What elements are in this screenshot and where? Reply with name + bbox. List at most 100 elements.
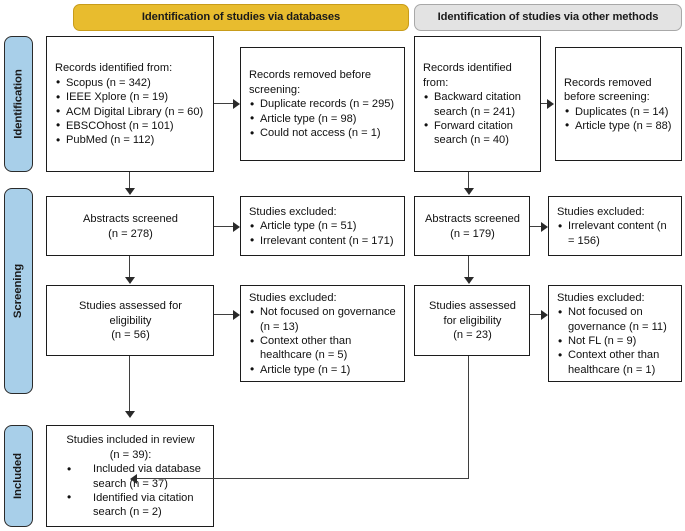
box-studies-included-in-review: Studies included in review (n = 39): Inc… xyxy=(46,425,214,527)
box-db-abstracts-screened: Abstracts screened (n = 278) xyxy=(46,196,214,256)
list-item: EBSCOhost (n = 101) xyxy=(56,118,206,134)
arrow-db-abstracts-to-eligibility xyxy=(125,277,135,284)
list-item: Article type (n = 98) xyxy=(250,111,397,127)
connector-db-records-to-abstracts xyxy=(129,172,131,189)
other-records-heading-line2: from: xyxy=(423,76,449,89)
box-other-records-identified: Records identified from: Backward citati… xyxy=(414,36,541,172)
db-excl2-heading: Studies excluded: xyxy=(249,291,337,304)
banner-databases: Identification of studies via databases xyxy=(73,4,409,31)
db-assessed-line1: Studies assessed for xyxy=(79,300,182,313)
arrow-other-records-to-removed xyxy=(547,99,554,109)
connector-other-records-to-abstracts xyxy=(468,172,470,189)
box-db-records-removed: Records removed before screening: Duplic… xyxy=(240,47,405,161)
box-db-studies-excluded-eligibility: Studies excluded: Not focused on governa… xyxy=(240,285,405,382)
connector-db-abstracts-to-eligibility xyxy=(129,256,131,278)
box-other-records-removed: Records removed before screening: Duplic… xyxy=(555,47,682,161)
db-records-heading: Records identified from: xyxy=(55,62,173,75)
connector-db-eligibility-to-excluded xyxy=(214,314,234,316)
list-item: Backward citation search (n = 241) xyxy=(424,90,533,119)
other-assessed-line1: Studies assessed xyxy=(429,300,516,313)
list-item: Not FL (n = 9) xyxy=(558,333,674,349)
list-item: Scopus (n = 342) xyxy=(56,75,206,91)
other-assessed-line3: (n = 23) xyxy=(453,329,492,342)
list-item: IEEE Xplore (n = 19) xyxy=(56,90,206,106)
included-list: Included via database search (n = 37) Id… xyxy=(55,462,206,520)
other-assessed-line2: for eligibility xyxy=(443,314,502,327)
other-excl1-list: Irrelevant content (n = 156) xyxy=(557,219,674,248)
db-excl2-list: Not focused on governance (n = 13) Conte… xyxy=(249,305,397,379)
other-abstracts-line1: Abstracts screened xyxy=(425,213,520,226)
arrow-other-records-to-abstracts xyxy=(464,188,474,195)
connector-other-records-to-removed xyxy=(541,103,549,105)
box-other-studies-excluded-eligibility: Studies excluded: Not focused on governa… xyxy=(548,285,682,382)
box-db-studies-assessed: Studies assessed for eligibility (n = 56… xyxy=(46,285,214,356)
connector-other-abstracts-to-excluded xyxy=(530,226,542,228)
connector-other-eligibility-down xyxy=(468,356,470,479)
arrow-other-abstracts-to-eligibility xyxy=(464,277,474,284)
arrow-db-records-to-abstracts xyxy=(125,188,135,195)
db-records-list: Scopus (n = 342) IEEE Xplore (n = 19) AC… xyxy=(55,75,206,149)
banner-other-methods-label: Identification of studies via other meth… xyxy=(437,11,659,24)
other-removed-heading-line2: before screening: xyxy=(564,91,650,104)
banner-databases-label: Identification of studies via databases xyxy=(141,11,341,24)
connector-other-eligibility-to-included xyxy=(137,478,469,480)
arrow-other-abstracts-to-excluded xyxy=(541,222,548,232)
list-item: Forward citation search (n = 40) xyxy=(424,118,533,148)
arrow-other-eligibility-to-excluded xyxy=(541,310,548,320)
list-item: Duplicates (n = 14) xyxy=(565,104,674,120)
connector-other-abstracts-to-eligibility xyxy=(468,256,470,278)
stage-bar-identification: Identification xyxy=(4,36,33,172)
connector-db-eligibility-to-included xyxy=(129,356,131,412)
included-line1: Studies included in review xyxy=(66,434,195,447)
arrow-db-records-to-removed xyxy=(233,99,240,109)
connector-db-records-to-removed xyxy=(214,103,234,105)
arrow-db-eligibility-to-included xyxy=(125,411,135,418)
stage-label-identification: Identification xyxy=(12,69,25,139)
arrow-db-eligibility-to-excluded xyxy=(233,310,240,320)
list-item: ACM Digital Library (n = 60) xyxy=(56,104,206,120)
list-item: Included via database search (n = 37) xyxy=(67,462,206,491)
other-removed-heading-line1: Records removed xyxy=(564,76,652,89)
included-line2: (n = 39): xyxy=(109,448,152,461)
other-records-list: Backward citation search (n = 241) Forwa… xyxy=(423,90,533,148)
db-removed-heading-line2: screening: xyxy=(249,83,301,96)
db-excl1-heading: Studies excluded: xyxy=(249,205,337,218)
stage-label-included: Included xyxy=(12,452,25,500)
list-item: Could not access (n = 1) xyxy=(250,126,397,142)
db-abstracts-line1: Abstracts screened xyxy=(83,213,178,226)
other-excl1-heading: Studies excluded: xyxy=(557,205,645,218)
connector-db-abstracts-to-excluded xyxy=(214,226,234,228)
box-other-abstracts-screened: Abstracts screened (n = 179) xyxy=(414,196,530,256)
other-records-heading-line1: Records identified xyxy=(423,62,512,75)
banner-other-methods: Identification of studies via other meth… xyxy=(414,4,682,31)
list-item: Irrelevant content (n = 171) xyxy=(250,233,397,249)
list-item: Article type (n = 51) xyxy=(250,219,397,235)
other-abstracts-line2: (n = 179) xyxy=(450,227,495,240)
list-item: Not focused on governance (n = 13) xyxy=(250,305,397,334)
list-item: Identified via citation search (n = 2) xyxy=(67,490,206,520)
stage-bar-screening: Screening xyxy=(4,188,33,394)
db-assessed-line3: (n = 56) xyxy=(111,329,150,342)
db-excl1-list: Article type (n = 51) Irrelevant content… xyxy=(249,219,397,249)
arrow-other-eligibility-to-included xyxy=(130,474,137,484)
box-db-records-identified: Records identified from: Scopus (n = 342… xyxy=(46,36,214,172)
db-removed-list: Duplicate records (n = 295) Article type… xyxy=(249,97,397,142)
list-item: Duplicate records (n = 295) xyxy=(250,97,397,113)
db-removed-heading-line1: Records removed before xyxy=(249,69,372,82)
stage-bar-included: Included xyxy=(4,425,33,527)
list-item: Context other than healthcare (n = 5) xyxy=(250,334,397,363)
list-item: Irrelevant content (n = 156) xyxy=(558,219,674,248)
list-item: Article type (n = 1) xyxy=(250,362,397,378)
box-other-studies-assessed: Studies assessed for eligibility (n = 23… xyxy=(414,285,530,356)
arrow-db-abstracts-to-excluded xyxy=(233,222,240,232)
db-assessed-line2: eligibility xyxy=(109,314,152,327)
list-item: Context other than healthcare (n = 1) xyxy=(558,348,674,377)
list-item: Article type (n = 88) xyxy=(565,118,674,134)
list-item: PubMed (n = 112) xyxy=(56,133,206,149)
connector-other-eligibility-to-excluded xyxy=(530,314,542,316)
db-abstracts-line2: (n = 278) xyxy=(108,227,153,240)
list-item: Not focused on governance (n = 11) xyxy=(558,305,674,334)
other-excl2-heading: Studies excluded: xyxy=(557,291,645,304)
other-removed-list: Duplicates (n = 14) Article type (n = 88… xyxy=(564,104,674,134)
